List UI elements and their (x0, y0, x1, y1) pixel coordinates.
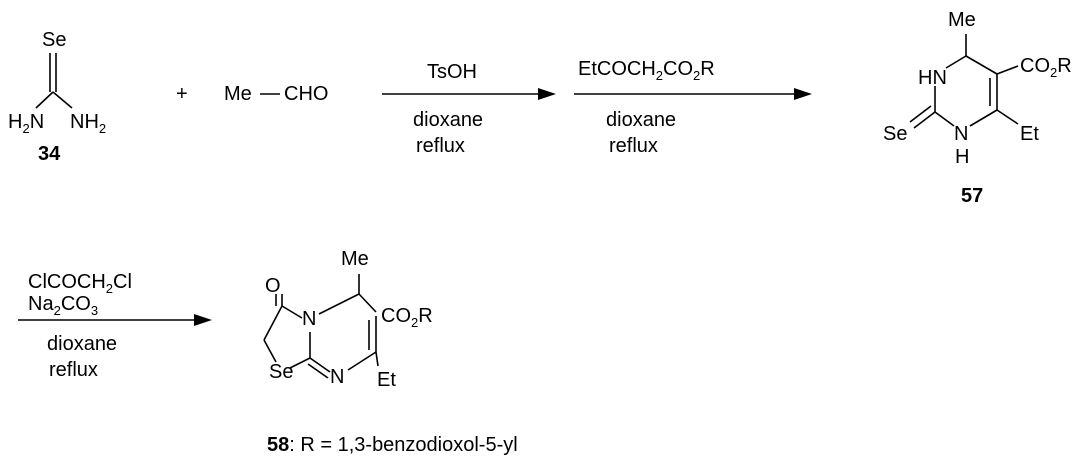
se-atom: Se (42, 29, 66, 51)
c6-ethyl-bond (996, 109, 1019, 125)
c7-n8-bond (347, 351, 377, 371)
plus-sign: + (176, 83, 188, 105)
c7-ethyl-bond (375, 351, 379, 367)
ethyl-group: Et (377, 369, 396, 391)
step3-reagent-2: Na2CO3 (28, 293, 98, 318)
step1-reagent: TsOH (427, 61, 477, 83)
arrowhead-2 (794, 88, 812, 100)
compound-58-caption: 58: R = 1,3-benzodioxol-5-yl (267, 434, 518, 456)
step2-reagent: EtCOCH2CO2R (578, 58, 715, 83)
aldehyde-group: CHO (284, 83, 328, 105)
step2-condition: reflux (609, 135, 658, 157)
se-atom: Se (883, 123, 907, 145)
arrowhead-1 (538, 88, 556, 100)
step-3: ClCOCH2Cl Na2CO3 dioxane reflux (18, 271, 212, 381)
c5-ester-bond (996, 65, 1019, 75)
n8-c8a-double-a (309, 357, 331, 373)
compound-label-57: 57 (961, 185, 983, 207)
step3-solvent: dioxane (47, 333, 117, 355)
c-n-bond-left (35, 91, 54, 109)
ethyl-group: Et (1020, 123, 1039, 145)
n1-atom: N (954, 123, 968, 145)
n1-hydrogen: H (955, 146, 969, 168)
n3-h-label: HN (918, 67, 947, 89)
step1-solvent: dioxane (413, 109, 483, 131)
n1-c2-bond (934, 111, 955, 127)
step3-reagent-1: ClCOCH2Cl (28, 271, 132, 296)
c-n-bond-right (52, 91, 73, 109)
n4-c3-bond (281, 305, 303, 319)
acetaldehyde: Me CHO (224, 83, 328, 105)
compound-34-selenourea: Se H2N NH2 34 (8, 29, 106, 165)
compound-57: Me CO2R HN Se N H Et 57 (883, 9, 1072, 207)
ester-group: CO2R (1020, 55, 1072, 80)
c6-n1-bond (969, 109, 998, 127)
carbonyl-o-atom: O (265, 275, 281, 297)
c8a-se-bond (289, 357, 311, 369)
bridge-n-atom: N (302, 308, 316, 330)
c5-c6-bond (358, 293, 377, 313)
step-2: EtCOCH2CO2R dioxane reflux (574, 58, 812, 157)
n3-c4-bond (945, 55, 967, 69)
ring-n-atom: N (330, 366, 344, 388)
c2-se-bond (263, 339, 277, 363)
nh2-group: NH2 (70, 111, 106, 136)
methyl-group: Me (341, 248, 369, 270)
c5-n4-bond (318, 293, 360, 315)
step-1: TsOH dioxane reflux (382, 61, 556, 157)
n8-c8a-double-b (307, 363, 329, 379)
se-atom: Se (269, 361, 293, 383)
c2-se-double-b (909, 105, 932, 123)
c2-se-double-a (913, 111, 936, 129)
arrowhead-3 (194, 314, 212, 326)
step3-condition: reflux (49, 359, 98, 381)
methyl-group: Me (948, 9, 976, 31)
methyl-group: Me (224, 83, 252, 105)
c4-c5-bond (965, 55, 998, 75)
h2n-group: H2N (8, 111, 44, 136)
ester-group: CO2R (381, 305, 433, 330)
step2-solvent: dioxane (606, 109, 676, 131)
c3-c2-bond (263, 305, 283, 341)
compound-58: O Me CO2R N Se N Et 58: R = 1,3-benzodio… (263, 248, 518, 456)
step1-condition: reflux (416, 135, 465, 157)
compound-label-34: 34 (38, 143, 61, 165)
